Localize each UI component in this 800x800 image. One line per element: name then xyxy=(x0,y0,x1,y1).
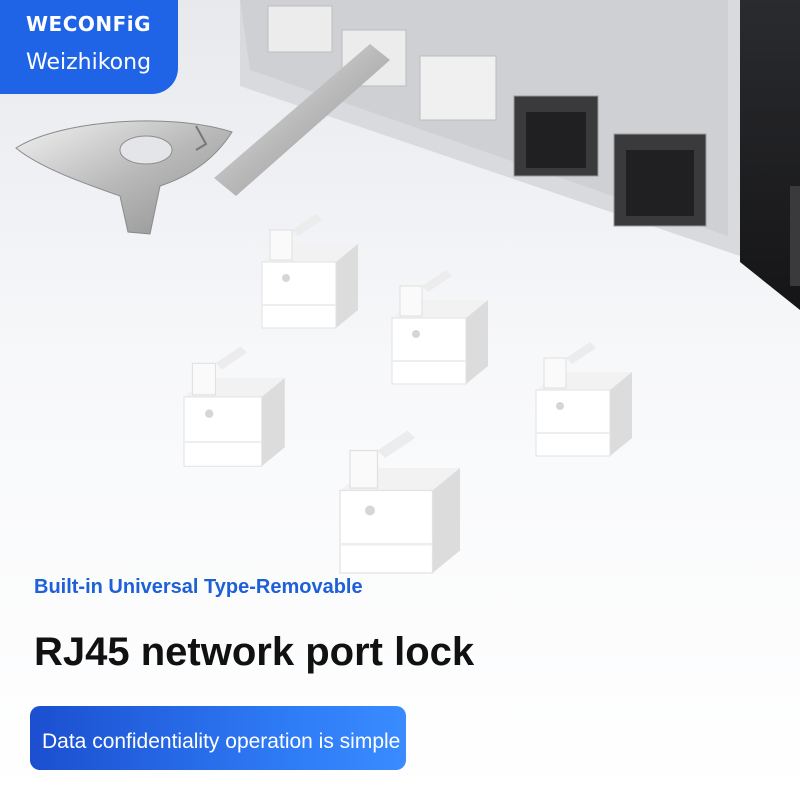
brand-badge: WECONFiG Weizhikong xyxy=(0,0,178,94)
brand-subtitle: Weizhikong xyxy=(26,50,152,75)
product-title: RJ45 network port lock xyxy=(34,630,475,674)
tagline-banner: Data confidentiality operation is simple xyxy=(30,706,406,770)
brand-name: WECONFiG xyxy=(26,12,152,36)
feature-subtitle: Built-in Universal Type-Removable xyxy=(34,576,363,598)
removal-key-icon xyxy=(15,44,390,235)
tagline-text: Data confidentiality operation is simple xyxy=(42,730,401,753)
